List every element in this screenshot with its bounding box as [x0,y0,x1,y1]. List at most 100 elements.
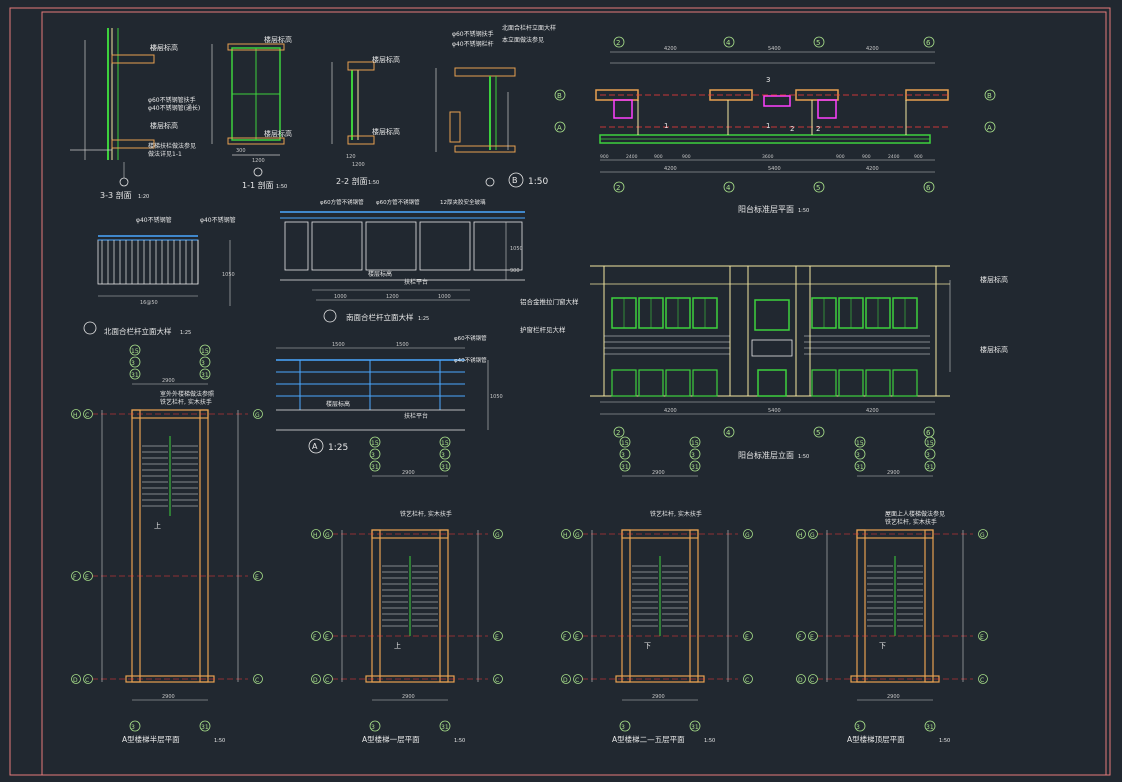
axis-bubble [129,356,141,368]
s22-dim-1: 1200 [352,162,365,168]
axis-bubble [743,631,753,641]
s11-dim-1: 1200 [252,158,265,164]
bp-axis-side-0-right: B [987,92,992,100]
axis-label: 3 [371,724,375,731]
be-label-3: 楼层标高 [980,345,1008,354]
bp-dim-top-0: 4200 [664,46,677,52]
s33-label-2: φ40不锈钢管(通长) [148,104,200,112]
bp-axis-bot-0: 2 [616,184,620,192]
axis-label: H [73,412,78,419]
axis-bubble [978,529,988,539]
sb-label-3: 本立面做法参见 [502,36,544,44]
axis-label: 3 [856,724,860,731]
axis-label: F [563,634,567,641]
axis-bubble [743,529,753,539]
bp-axis-bot-2: 5 [816,184,820,192]
stair-direction: 上 [394,641,401,650]
bp-axis-bot-1: 4 [726,184,731,192]
axis-label: 31 [926,464,934,471]
stair-direction: 下 [644,642,651,650]
axis-label: 31 [441,724,449,731]
bp-sub-6: 900 [862,154,871,160]
axis-label: 3 [856,452,860,459]
s22-label-0: 楼层标高 [372,55,400,64]
be-axis-2: 5 [816,429,820,437]
axis-label: C [810,677,814,684]
lower-pane [692,369,718,397]
axis-bubble [854,436,866,448]
bp-dim-top-2: 4200 [866,46,879,52]
s11-label-1: 楼层标高 [264,129,292,138]
dim-label: 2900 [887,694,900,700]
axis-label: E [810,634,814,641]
bp-tag-2: 3 [766,76,770,84]
balcony-elevation: 楼层标高 楼层标高 铝合金推拉门窗大样 护窗栏杆见大样 4200 5400 42… [520,265,1008,460]
be-label-0: 铝合金推拉门窗大样 [520,297,579,306]
dim-label: 2900 [402,470,415,476]
axis-bubble [199,720,211,732]
ra-dim-1: 1500 [396,342,409,348]
axis-label: D [313,677,318,684]
axis-bubble [129,344,141,356]
rd-dim-1: 1200 [386,294,399,300]
lower-pane [865,369,891,397]
be-axis-1: 4 [726,429,731,437]
be-dim-1: 5400 [768,408,781,414]
rd-label-1: φ60方管不锈钢管 [376,198,420,206]
rc-dim-0: 1050 [222,272,235,278]
axis-label: C [255,677,259,684]
axis-bubble [619,460,631,472]
bp-sub-7: 2400 [888,154,900,160]
axis-label: E [255,574,259,581]
sb-label-0: φ60不锈钢扶手 [452,30,494,38]
bp-sub-2: 900 [654,154,663,160]
axis-bubble [311,529,321,539]
ra-dim-2: 1050 [490,394,503,400]
section-b: φ60不锈钢扶手 φ40不锈钢栏杆 北面合栏杆立面大样 本立面做法参见 B 1:… [435,24,556,188]
axis-bubble [493,674,503,684]
s22-label-1: 楼层标高 [372,127,400,136]
railing-d: φ60方管不锈钢管 φ60方管不锈钢管 12厚夹胶安全玻璃 楼层标高 扶栏平台 … [280,198,525,323]
axis-label: F [798,634,802,641]
lower-pane [892,369,918,397]
s11-dim-0: 300 [236,148,246,154]
axis-label: G [980,532,985,539]
ra-label-3: 扶栏平台 [404,412,428,420]
axis-bubble [439,720,451,732]
axis-label: G [810,532,815,539]
axis-label: C [495,677,499,684]
axis-bubble [439,448,451,460]
rd-dim-4: 900 [510,268,520,274]
axis-label: F [313,634,317,641]
stair-title: A型楼梯二—五层平面 [612,734,685,744]
axis-bubble [199,368,211,380]
dim-label: 2900 [652,694,665,700]
bp-tag-1: 2 [790,125,794,133]
balcony-plan-axes-top: 2 4 5 6 [613,36,935,48]
dim-label: 2900 [402,694,415,700]
axis-bubble [808,529,818,539]
be-scale: 1:50 [798,454,809,460]
axis-bubble [924,720,936,732]
axis-label: 31 [691,464,699,471]
axis-bubble [493,631,503,641]
axis-bubble [808,631,818,641]
axis-bubble [71,571,81,581]
ra-label-0: φ60不锈钢管 [454,334,487,342]
axis-bubble [573,631,583,641]
axis-bubble [619,720,631,732]
axis-bubble [796,529,806,539]
balcony-plan-subdims: 900 2400 900 900 3600 900 900 2400 900 [600,154,923,160]
stair-note: 铁艺栏杆, 实木扶手 [885,518,937,526]
axis-bubble [71,409,81,419]
bp-dim-bottom-0: 4200 [664,166,677,172]
axis-label: 3 [371,452,375,459]
axis-label: E [980,634,984,641]
axis-bubble [83,571,93,581]
be-title: 阳台标准层立面 [738,450,794,460]
rd-label-0: φ60方管不锈钢管 [320,198,364,206]
axis-label: C [85,677,89,684]
stair-direction: 上 [154,521,161,530]
s33-scale: 1:20 [138,194,149,200]
